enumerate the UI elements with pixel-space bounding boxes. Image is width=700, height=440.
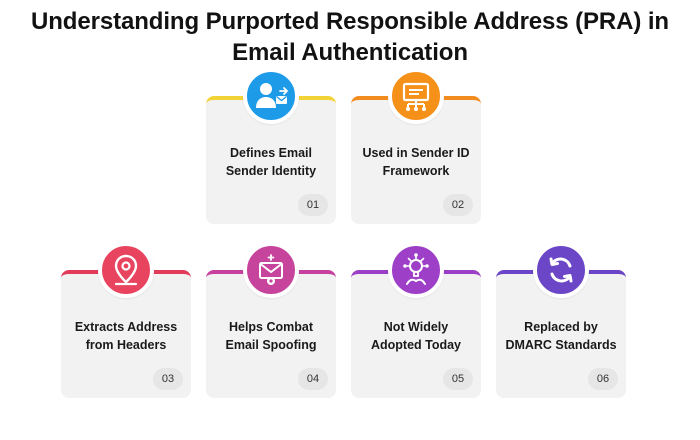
card-label: Extracts Address from Headers <box>74 320 178 352</box>
idea-network-icon <box>388 242 444 298</box>
user-email-icon <box>243 68 299 124</box>
card-label: Helps Combat Email Spoofing <box>225 320 317 352</box>
step-number: 02 <box>443 194 473 216</box>
step-number: 04 <box>298 368 328 390</box>
card-label: Used in Sender ID Framework <box>362 146 470 178</box>
email-shield-icon <box>243 242 299 298</box>
framework-chart-icon <box>388 68 444 124</box>
step-number: 01 <box>298 194 328 216</box>
card-label: Replaced by DMARC Standards <box>505 320 617 352</box>
card-label: Not Widely Adopted Today <box>370 320 462 352</box>
location-pin-icon <box>98 242 154 298</box>
page-title: Understanding Purported Responsible Addr… <box>0 6 700 68</box>
step-number: 06 <box>588 368 618 390</box>
title-line-1: Understanding Purported Responsible Addr… <box>31 8 669 35</box>
title-line-2: Email Authentication <box>232 39 468 66</box>
card-label: Defines Email Sender Identity <box>225 146 317 178</box>
step-number: 05 <box>443 368 473 390</box>
refresh-icon <box>533 242 589 298</box>
step-number: 03 <box>153 368 183 390</box>
